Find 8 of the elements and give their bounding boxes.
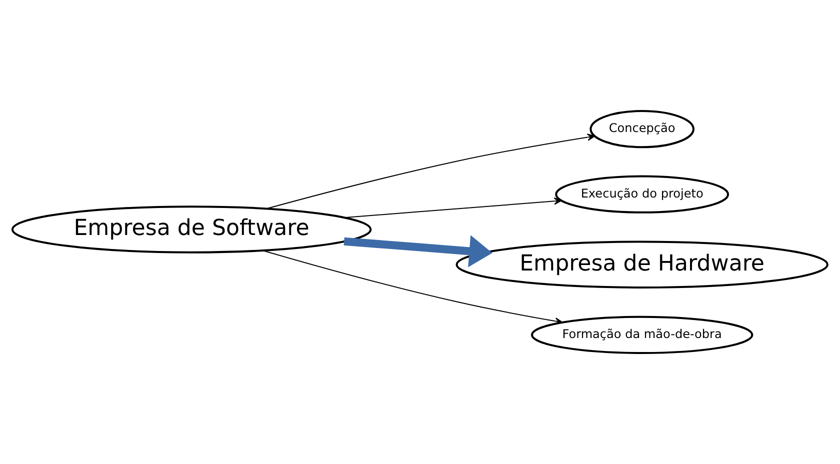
node-ellipse: Empresa de Hardware [456,240,828,288]
arrow [266,134,596,210]
arrow [262,250,563,325]
arrow [344,235,492,268]
node-ellipse: Empresa de Software [11,206,372,254]
node-ellipse: Concepção [590,110,694,148]
arrow [344,198,562,218]
node-ellipse: Execução do projeto [555,175,730,214]
